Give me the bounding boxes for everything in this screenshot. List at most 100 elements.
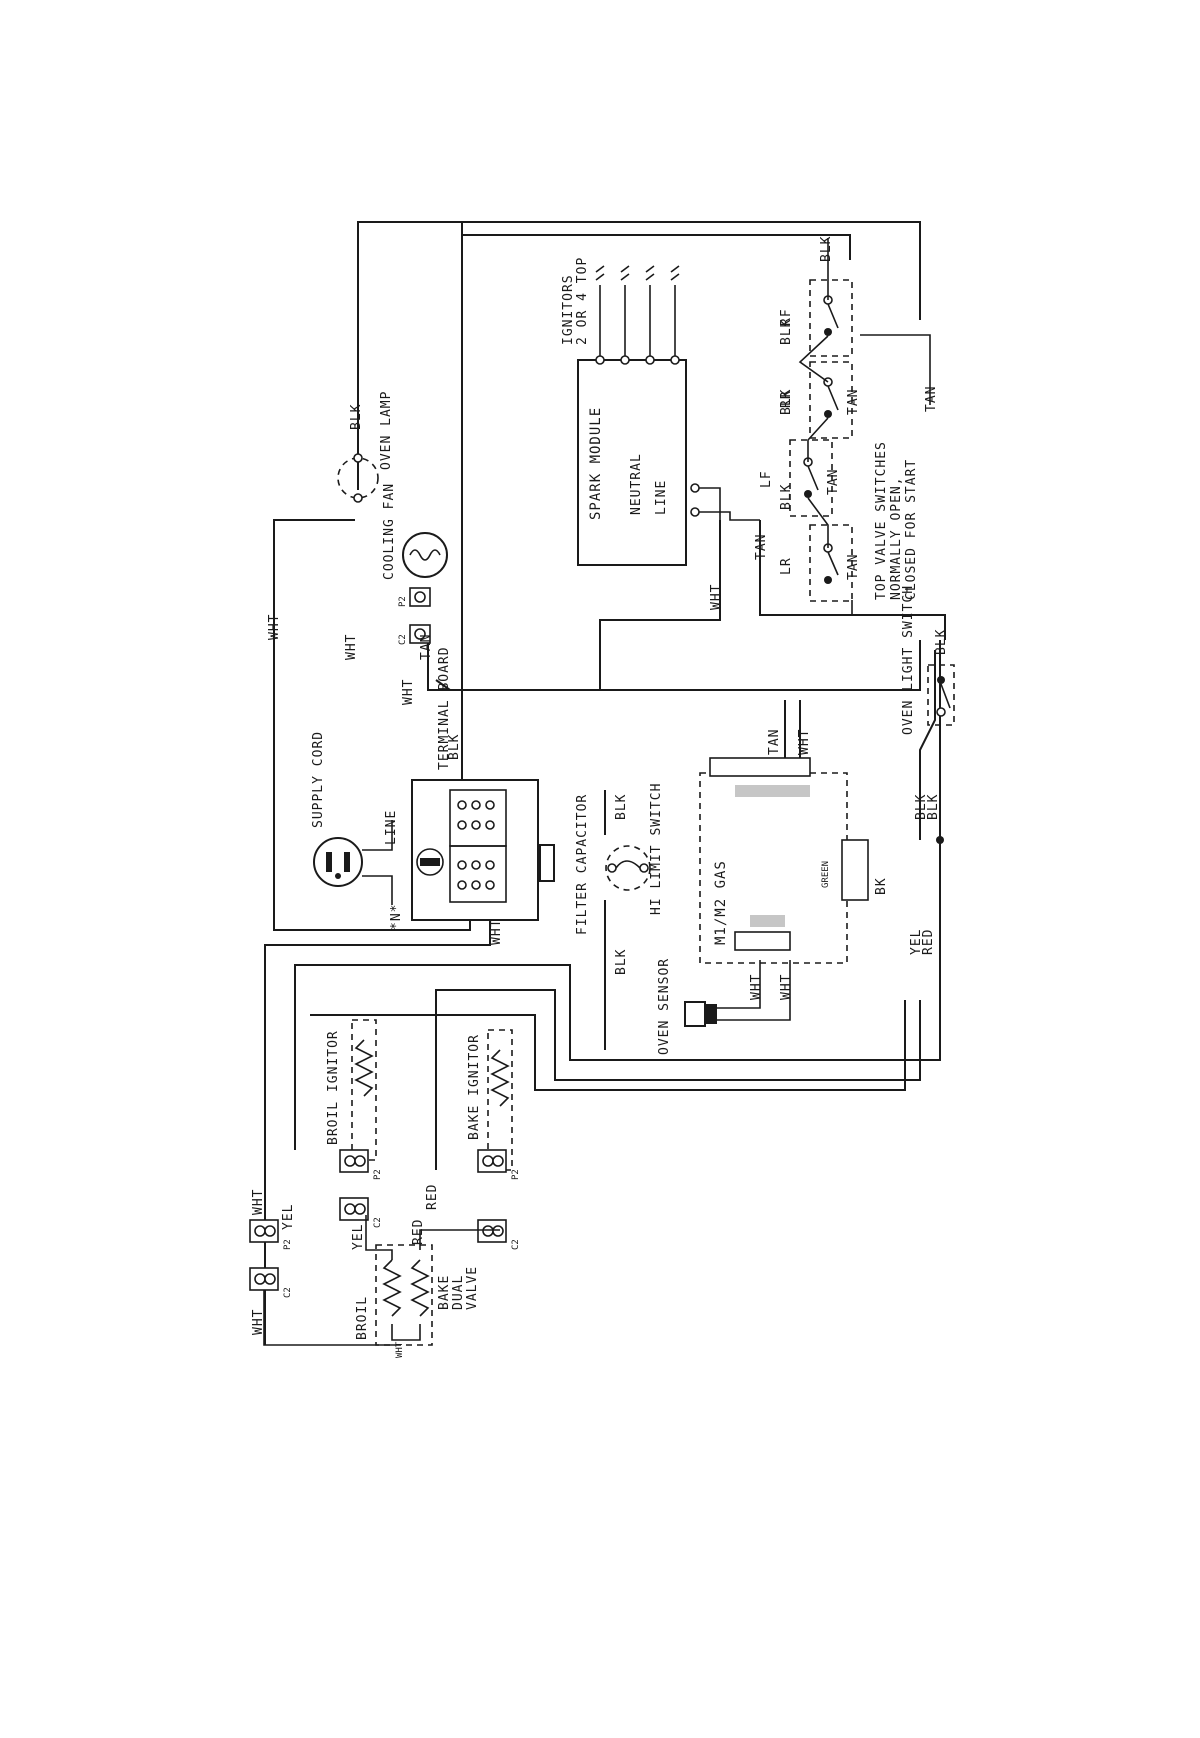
p2-label-broil: P2	[373, 1169, 383, 1180]
tan-label-right: TAN	[924, 386, 939, 412]
filter-capacitor-label: FILTER CAPACITOR	[575, 794, 590, 935]
oven-sensor: OVEN SENSOR WHT WHT	[657, 958, 794, 1055]
tan-label-spark: TAN	[754, 534, 769, 560]
oven-lamp: OVEN LAMP BLK WHT	[267, 391, 394, 640]
dual-valve: BROIL BAKE DUAL VALVE YEL RED WHT	[351, 1215, 500, 1358]
blk-label-ols-2: BLK	[926, 794, 941, 820]
bk-label: BK	[874, 877, 889, 895]
tan-label-rr: TAN	[846, 389, 861, 415]
cooling-fan-label: COOLING FAN	[382, 483, 397, 580]
blk-label-hl-top: BLK	[614, 794, 629, 820]
red-label-bake: RED	[425, 1184, 440, 1210]
blk-label-lf: BLK	[779, 484, 794, 510]
control-top-connector	[709, 757, 811, 777]
wht-label-sensor-1: WHT	[749, 974, 764, 1000]
wht-label-left: WHT	[267, 614, 282, 640]
blk-label-tb: BLK	[447, 734, 462, 760]
p2-label-bake: P2	[511, 1169, 521, 1180]
outer-bottom-loop	[294, 640, 941, 1150]
red-loop	[310, 1000, 906, 1091]
top-valve-note-3: CLOSED FOR START	[904, 459, 919, 600]
cooling-fan-motor-icon	[402, 532, 448, 578]
hi-limit-switch: HI LIMIT SWITCH BLK BLK	[605, 783, 664, 975]
blk-label-ols-1: BLK	[914, 794, 929, 820]
ignitor-ground-icons	[595, 265, 680, 281]
bake-coil-icon	[410, 1259, 430, 1317]
oven-sensor-icon	[684, 1001, 706, 1027]
blk-label-rr: BLK	[779, 389, 794, 415]
dual-valve-outline	[375, 1244, 433, 1346]
wht-left-long	[264, 900, 491, 1345]
supply-cord-label: SUPPLY CORD	[311, 731, 326, 828]
spark-module-label: SPARK MODULE	[588, 407, 604, 520]
filter-capacitor-icon	[539, 844, 555, 882]
control-board: M1/M2 GAS GREEN BK YEL RED TAN WHT	[699, 729, 936, 964]
dual-label: DUAL	[451, 1275, 466, 1310]
control-label: M1/M2 GAS	[713, 860, 729, 945]
line-label-cord: LINE	[384, 810, 399, 845]
blk-wire-second	[462, 234, 851, 260]
oven-light-wire	[919, 650, 936, 840]
wht-wire-left-loop	[273, 519, 471, 931]
hi-limit-switch-label: HI LIMIT SWITCH	[649, 783, 664, 915]
control-side-connector	[841, 839, 869, 901]
blk-wire-top	[357, 221, 921, 490]
harness-wires-horizontal	[427, 640, 921, 691]
wht-label-conn-bottom: WHT	[251, 1309, 266, 1335]
c2-label-conn: C2	[283, 1287, 293, 1298]
wht-label-fan: WHT	[344, 634, 359, 660]
c2-label-fan: C2	[398, 634, 408, 645]
p2-label-fan: P2	[398, 596, 408, 607]
terminal-board-label: TERMINAL BOARD	[437, 646, 452, 770]
oven-light-switch: OVEN LIGHT SWITCH BLK BLK BLK	[901, 585, 955, 844]
yel-loop	[435, 989, 921, 1170]
blk-label-top-right: BLK	[819, 236, 834, 262]
broil-coil-icon	[382, 1259, 402, 1317]
switch-lf-label: LF	[759, 470, 774, 488]
broil-label: BROIL	[355, 1296, 370, 1340]
p2-label-conn: P2	[283, 1239, 293, 1250]
cooling-fan: COOLING FAN WHT TAN WHT P2 C2	[344, 483, 448, 705]
wht-label-spark: WHT	[709, 584, 724, 610]
blk-label-lamp: BLK	[349, 404, 364, 430]
yel-label-control: YEL	[909, 929, 924, 955]
wht-label-valve: WHT	[395, 1341, 405, 1358]
ignitors-label: IGNITORS	[561, 274, 576, 345]
switch-rf-label: RF	[779, 308, 794, 326]
oven-sensor-label: OVEN SENSOR	[657, 958, 672, 1055]
red-label-control: RED	[921, 929, 936, 955]
wht-label-fan-2: WHT	[401, 679, 416, 705]
switch-rf-outline	[809, 279, 853, 357]
tan-label-lf: TAN	[826, 469, 841, 495]
n-star-label: *N*	[389, 904, 404, 930]
c2-label-bake: C2	[511, 1239, 521, 1250]
harness-wires-2	[435, 679, 780, 691]
c2-label-broil: C2	[373, 1217, 383, 1228]
spark-module-box	[577, 359, 687, 566]
supply-cord: SUPPLY CORD LINE *N*	[311, 731, 404, 930]
hi-limit-switch-icon	[605, 845, 651, 891]
blk-label-ols-top: BLK	[934, 629, 949, 655]
blk-label-hl-bottom: BLK	[614, 949, 629, 975]
top-valve-note-1: TOP VALVE SWITCHES	[874, 441, 889, 600]
wht-spark-wire	[599, 520, 721, 690]
wht-label-tb: WHT	[489, 919, 504, 945]
wht-connectors: WHT WHT P2 C2	[249, 1189, 395, 1346]
top-valve-note-2: NORMALLY OPEN,	[889, 476, 904, 600]
switch-rr-label: RR	[779, 390, 794, 408]
switch-rr-outline	[809, 361, 853, 439]
switch-lr-label: LR	[779, 557, 794, 575]
outer-wiring	[264, 221, 946, 1345]
tan-label-lr: TAN	[846, 554, 861, 580]
switch-lf-outline	[789, 439, 833, 517]
tan-label-control: TAN	[767, 729, 782, 755]
oven-lamp-label: OVEN LAMP	[379, 391, 394, 470]
terminal-board: TERMINAL BOARD BLK FILTER CAPACITOR WHT	[411, 646, 590, 945]
terminal-contacts	[457, 800, 495, 890]
valve-label: VALVE	[465, 1266, 480, 1310]
bake-ignitor-label: BAKE IGNITOR	[467, 1034, 482, 1140]
wht-label-sensor-2: WHT	[779, 974, 794, 1000]
ignitors-note-label: 2 OR 4 TOP	[575, 257, 590, 345]
wht-label-conn-top: WHT	[251, 1189, 266, 1215]
control-bottom-connector	[734, 931, 791, 951]
